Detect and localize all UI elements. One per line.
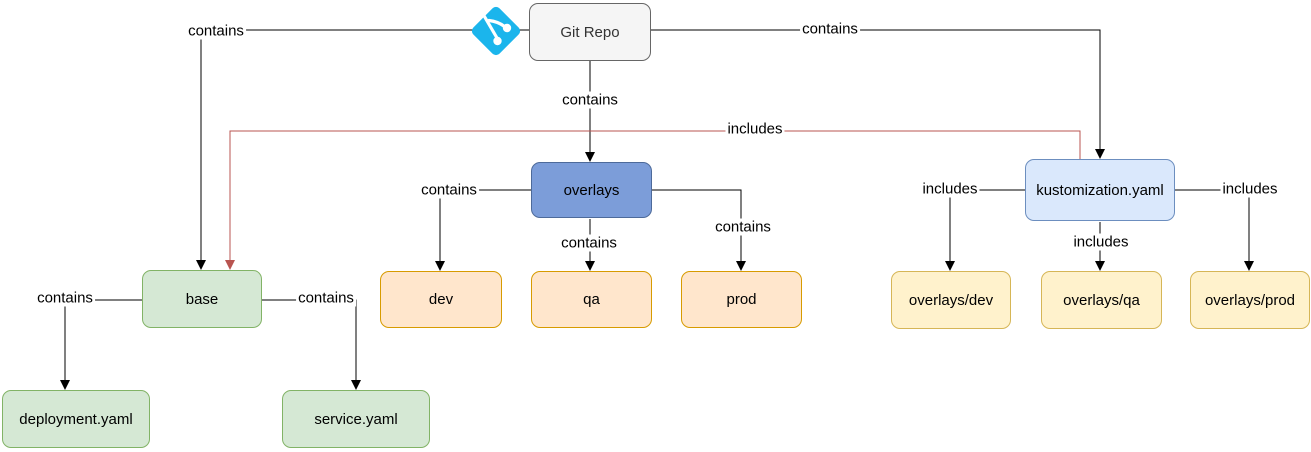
node-service-yaml-label: service.yaml bbox=[314, 410, 398, 428]
edge-overlays-dev bbox=[435, 189, 531, 271]
node-qa[interactable]: qa bbox=[531, 271, 652, 328]
edge-base-deployment bbox=[60, 299, 142, 390]
node-base-label: base bbox=[185, 290, 219, 308]
node-qa-label: qa bbox=[583, 291, 600, 308]
edge-gitrepo-kustomization bbox=[650, 29, 1105, 159]
edge-label-overlays-dev: contains bbox=[419, 181, 479, 199]
node-deployment-yaml[interactable]: deployment.yaml bbox=[2, 390, 150, 448]
node-overlays-dev-label: overlays/dev bbox=[908, 291, 994, 309]
node-overlays-prod[interactable]: overlays/prod bbox=[1190, 271, 1310, 329]
edge-label-overlays-qa: contains bbox=[559, 234, 619, 252]
node-service-yaml[interactable]: service.yaml bbox=[282, 390, 430, 448]
node-git-repo[interactable]: Git Repo bbox=[529, 3, 651, 61]
node-kustomization-yaml-label: kustomization.yaml bbox=[1036, 181, 1164, 199]
node-overlays-dev[interactable]: overlays/dev bbox=[891, 271, 1011, 329]
edge-gitrepo-base bbox=[196, 29, 529, 270]
node-overlays-qa-label: overlays/qa bbox=[1063, 291, 1140, 309]
edge-base-service bbox=[262, 299, 361, 390]
node-overlays-label: overlays bbox=[563, 181, 620, 199]
edge-kustomization-base bbox=[225, 130, 1081, 270]
node-git-repo-label: Git Repo bbox=[560, 23, 620, 41]
node-deployment-yaml-label: deployment.yaml bbox=[19, 410, 133, 428]
edge-label-kustomization-overlays-prod: includes bbox=[1220, 180, 1280, 198]
edge-kustomization-overlays-prod bbox=[1175, 189, 1254, 271]
edge-label-gitrepo-overlays: contains bbox=[560, 91, 620, 109]
node-prod-label: prod bbox=[726, 291, 757, 308]
edge-label-kustomization-overlays-qa: includes bbox=[1071, 233, 1131, 251]
node-dev[interactable]: dev bbox=[380, 271, 502, 328]
edge-label-gitrepo-kustomization: contains bbox=[800, 20, 860, 38]
edge-label-kustomization-base: includes bbox=[725, 120, 785, 138]
edge-label-kustomization-overlays-dev: includes bbox=[920, 180, 980, 198]
node-dev-label: dev bbox=[428, 291, 454, 308]
edge-label-base-service: contains bbox=[296, 289, 356, 307]
node-kustomization-yaml[interactable]: kustomization.yaml bbox=[1025, 159, 1175, 221]
edge-kustomization-overlays-dev bbox=[945, 189, 1025, 271]
node-prod[interactable]: prod bbox=[681, 271, 802, 328]
node-overlays[interactable]: overlays bbox=[531, 162, 652, 218]
edge-label-base-deployment: contains bbox=[35, 289, 95, 307]
edge-label-gitrepo-base: contains bbox=[186, 22, 246, 40]
edge-label-overlays-prod: contains bbox=[713, 218, 773, 236]
node-base[interactable]: base bbox=[142, 270, 262, 328]
edge-overlays-prod bbox=[652, 189, 746, 271]
node-overlays-prod-label: overlays/prod bbox=[1204, 291, 1296, 309]
node-overlays-qa[interactable]: overlays/qa bbox=[1041, 271, 1162, 329]
git-icon bbox=[468, 3, 524, 59]
